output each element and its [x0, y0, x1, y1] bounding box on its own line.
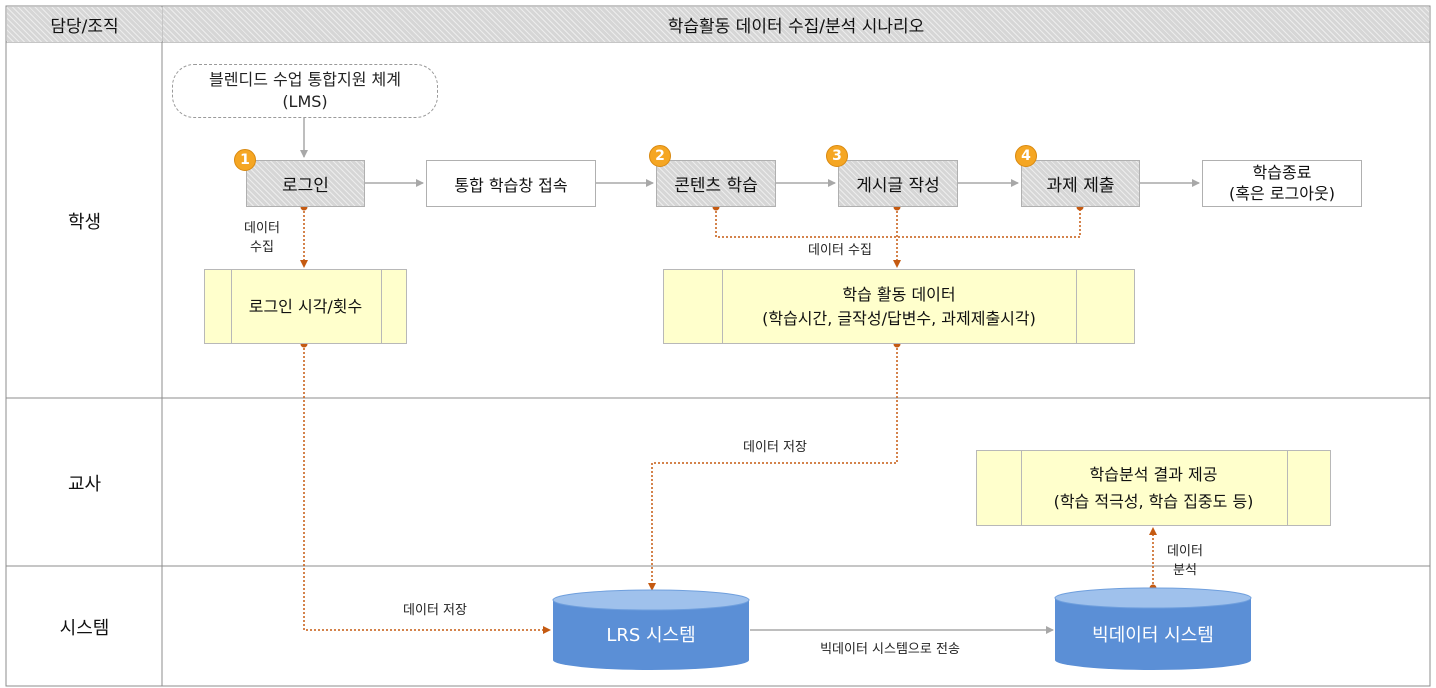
step-assignment: 과제 제출 — [1021, 160, 1140, 207]
data-box-activity: 학습 활동 데이터 (학습시간, 글작성/답변수, 과제제출시각) — [663, 269, 1135, 344]
data-box-divider — [381, 270, 382, 343]
connector-activity-lrs — [648, 344, 898, 591]
data-box-login-text: 로그인 시각/횟수 — [248, 296, 363, 316]
data-box-analysis: 학습분석 결과 제공 (학습 적극성, 학습 집중도 등) — [976, 450, 1331, 526]
label-analyze: 데이터 분석 — [1150, 543, 1220, 581]
table-frame — [5, 5, 1431, 687]
label-store-upper: 데이터 저장 — [743, 440, 807, 455]
label-analyze-line2: 분석 — [1173, 562, 1197, 578]
data-box-divider — [1021, 451, 1022, 525]
role-system: 시스템 — [59, 617, 110, 639]
header-scenario-title: 학습활동 데이터 수집/분석 시나리오 — [163, 7, 1429, 42]
label-collect-line1: 데이터 — [244, 221, 280, 236]
bigdata-database — [1054, 587, 1252, 670]
data-box-activity-line1: 학습 활동 데이터 — [842, 284, 956, 304]
badge-step-1: 1 — [234, 149, 256, 171]
step-content: 콘텐츠 학습 — [656, 160, 776, 207]
step-end: 학습종료 (혹은 로그아웃) — [1202, 160, 1362, 207]
label-analyze-line1: 데이터 — [1167, 544, 1203, 559]
data-box-login: 로그인 시각/횟수 — [204, 269, 407, 344]
step-post: 게시글 작성 — [838, 160, 958, 207]
role-student: 학생 — [67, 211, 102, 233]
data-box-activity-line2: (학습시간, 글작성/답변수, 과제제출시각) — [762, 308, 1036, 328]
badge-step-3: 3 — [826, 145, 848, 167]
header-role-column: 담당/조직 — [7, 7, 162, 42]
connector-login-lrs — [303, 344, 551, 634]
data-box-divider — [1076, 270, 1077, 343]
data-box-divider — [722, 270, 723, 343]
label-store-lower: 데이터 저장 — [403, 603, 467, 618]
connector-collect-bracket — [715, 207, 1081, 238]
lrs-system-label: LRS 시스템 — [606, 625, 696, 646]
data-box-analysis-line1: 학습분석 결과 제공 — [1089, 464, 1218, 484]
badge-step-2: 2 — [649, 145, 671, 167]
label-transfer: 빅데이터 시스템으로 전송 — [820, 642, 960, 657]
lms-line1: 블렌디드 수업 통합지원 체계 — [209, 70, 401, 90]
step-end-line1: 학습종료 — [1252, 162, 1312, 182]
step-end-line2: (혹은 로그아웃) — [1229, 183, 1335, 203]
lms-node: 블렌디드 수업 통합지원 체계 (LMS) — [172, 64, 438, 118]
data-box-divider — [231, 270, 232, 343]
data-box-divider — [1287, 451, 1288, 525]
lms-line2: (LMS) — [282, 92, 328, 111]
step-login: 로그인 — [246, 160, 365, 207]
bigdata-system-label: 빅데이터 시스템 — [1092, 625, 1214, 646]
badge-step-4: 4 — [1015, 145, 1037, 167]
label-collect-login: 데이터 수집 — [222, 220, 302, 258]
label-collect-line2: 수집 — [250, 239, 274, 255]
step-access: 통합 학습창 접속 — [426, 160, 596, 207]
data-box-analysis-line2: (학습 적극성, 학습 집중도 등) — [1053, 492, 1254, 511]
label-collect-activity: 데이터 수집 — [808, 243, 872, 258]
role-teacher: 교사 — [67, 473, 102, 495]
lrs-database — [552, 589, 750, 670]
